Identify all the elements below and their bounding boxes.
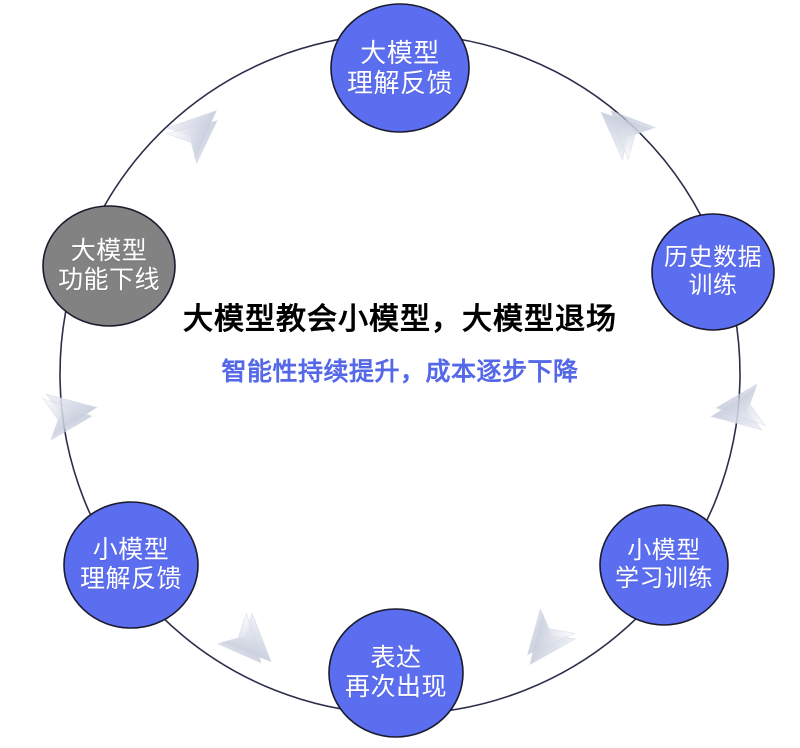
center-headline: 大模型教会小模型，大模型退场 — [183, 303, 617, 336]
center-subline: 智能性持续提升，成本逐步下降 — [221, 358, 579, 386]
arrow-layer — [42, 109, 766, 666]
node-small-model-understanding-feedback[interactable] — [63, 501, 199, 629]
node-historical-data-training[interactable] — [651, 213, 775, 331]
arrow-top-left-icon — [165, 110, 218, 165]
arrow-left-middle-icon — [42, 393, 98, 441]
node-big-model-function-offline[interactable] — [42, 205, 176, 327]
node-small-model-learning-training[interactable] — [599, 504, 729, 626]
arrow-top-right-icon — [600, 109, 657, 161]
node-big-model-understanding-feedback[interactable] — [330, 3, 470, 133]
arrow-bottom-right-icon — [526, 608, 577, 666]
arrow-bottom-left-icon — [216, 612, 272, 664]
node-expression-reappears[interactable] — [328, 608, 464, 738]
node-layer — [42, 3, 775, 738]
arrow-right-middle-icon — [710, 383, 766, 431]
